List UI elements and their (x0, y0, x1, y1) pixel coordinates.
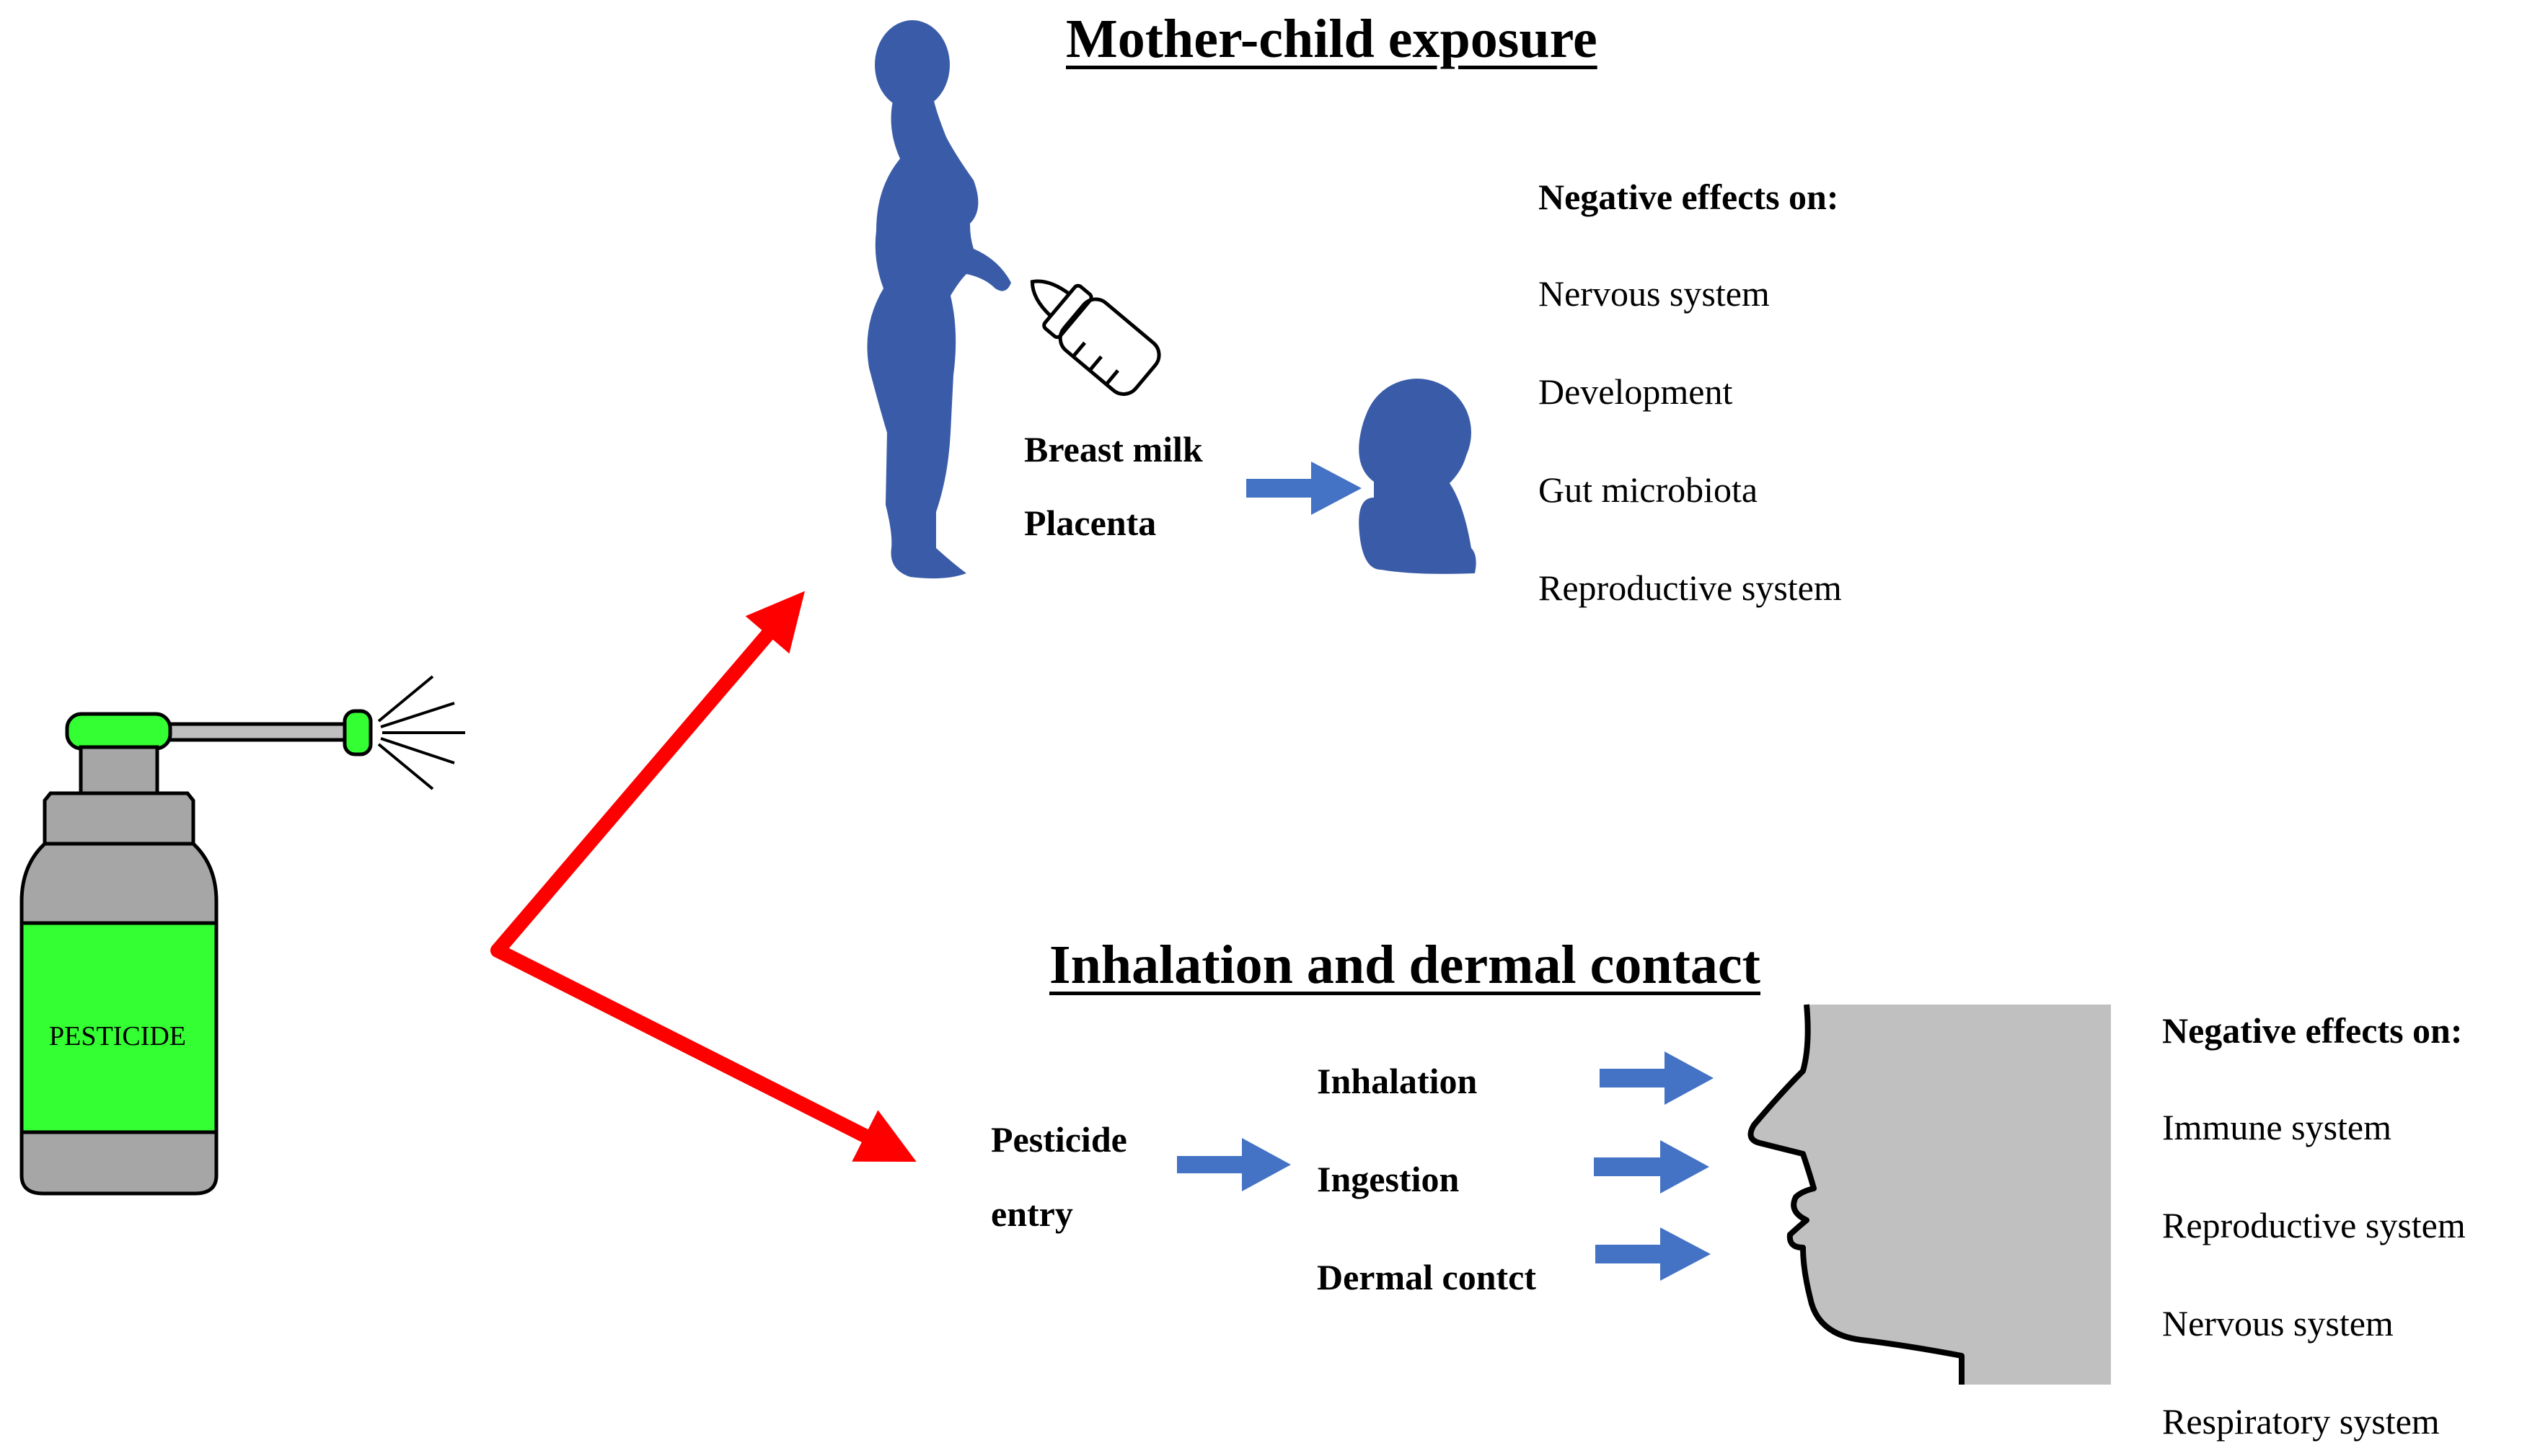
child-silhouette-icon (1359, 379, 1476, 574)
red-arrow-down (490, 943, 917, 1162)
inhalation-effect-3: Nervous system (2162, 1303, 2394, 1344)
blue-arrows-routes-to-face (1594, 1051, 1714, 1281)
inhalation-effect-4: Respiratory system (2162, 1401, 2440, 1442)
arrow-inhalation (1600, 1051, 1714, 1105)
inhalation-effect-2: Reproductive system (2162, 1205, 2466, 1245)
pesticide-entry-line2: entry (991, 1194, 1073, 1234)
arrow-ingestion (1594, 1140, 1709, 1194)
pesticide-entry-line1: Pesticide (991, 1119, 1127, 1160)
pesticide-spray-can-icon (19, 675, 465, 1196)
route-breast-milk: Breast milk (1024, 429, 1203, 469)
mother-child-title: Mother-child exposure (1066, 9, 1597, 69)
route-ingestion: Ingestion (1317, 1159, 1460, 1199)
route-placenta: Placenta (1024, 503, 1157, 543)
arrow-dermal (1595, 1227, 1711, 1281)
mother-child-effect-4: Reproductive system (1538, 568, 1842, 608)
mother-child-effect-1: Nervous system (1538, 273, 1770, 314)
inhalation-effects-header: Negative effects on: (2162, 1010, 2463, 1051)
red-arrow-up (490, 591, 805, 958)
inhalation-title: Inhalation and dermal contact (1049, 935, 1760, 995)
blue-arrow-entry-to-routes (1177, 1138, 1291, 1191)
blue-arrow-mother-to-child (1246, 462, 1362, 515)
mother-child-effect-3: Gut microbiota (1538, 469, 1758, 510)
red-exposure-arrows (490, 591, 917, 1162)
mother-silhouette-icon (867, 20, 1011, 579)
spray-lines-icon (377, 675, 465, 790)
route-inhalation: Inhalation (1317, 1061, 1478, 1101)
inhalation-effect-1: Immune system (2162, 1107, 2392, 1147)
spray-can-label: PESTICIDE (49, 1021, 186, 1051)
mother-child-effect-2: Development (1538, 371, 1733, 412)
baby-bottle-icon (1030, 279, 1161, 396)
route-dermal-contact: Dermal contct (1317, 1257, 1537, 1297)
mother-child-effects-header: Negative effects on: (1538, 177, 1839, 217)
human-face-profile-icon (1747, 1004, 2111, 1385)
